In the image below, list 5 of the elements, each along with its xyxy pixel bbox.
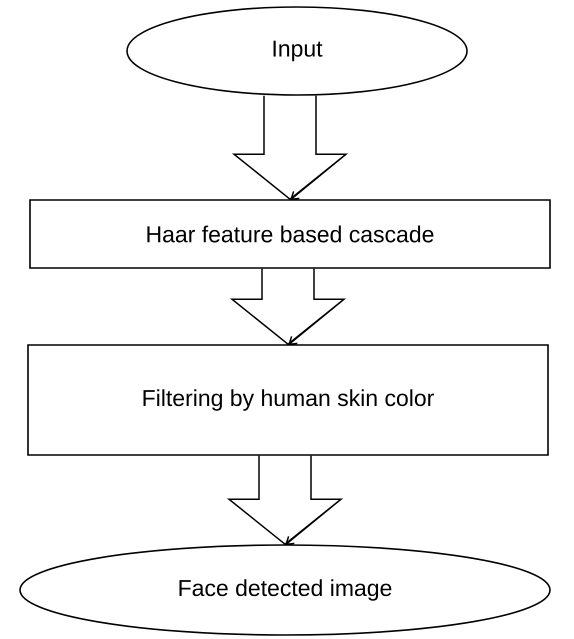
block-arrow [230, 268, 346, 346]
block-arrow [226, 455, 344, 546]
block-arrow [232, 95, 348, 200]
process-box: Filtering by human skin color [27, 344, 549, 456]
process-box: Haar feature based cascade [29, 199, 551, 269]
